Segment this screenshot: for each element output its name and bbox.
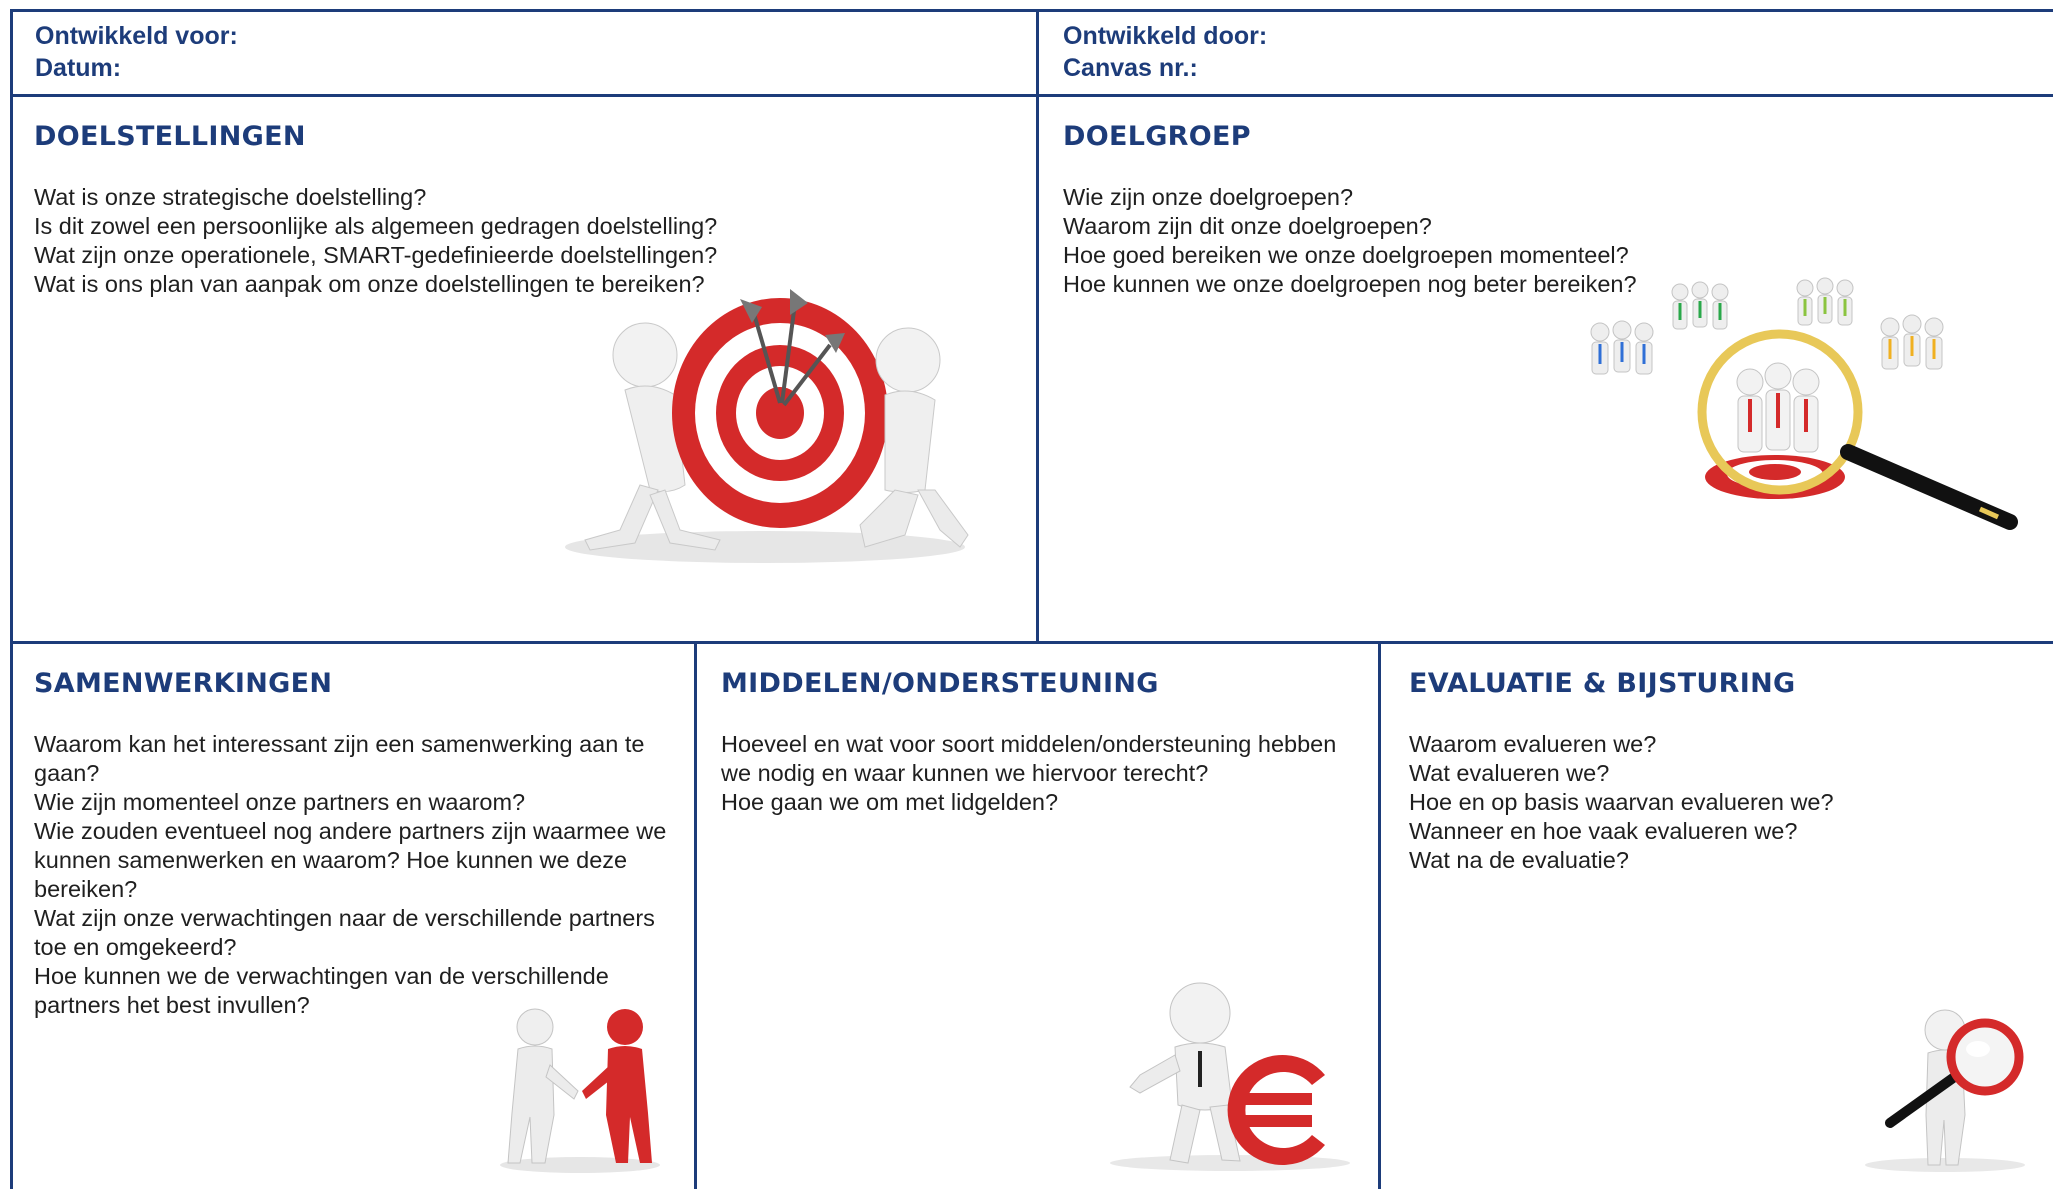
question-line: Wat zijn onze operationele, SMART-gedefi… [34, 242, 718, 268]
question-line: Hoe goed bereiken we onze doelgroepen mo… [1063, 242, 1629, 268]
handshake-icon [500, 1008, 660, 1173]
date-label: Datum: [35, 54, 122, 82]
section-body-doelgroep: Wie zijn onze doelgroepen? Waarom zijn d… [1063, 183, 2043, 299]
magnifier-icon [1865, 1009, 2025, 1172]
question-line: Wie zouden eventueel nog andere partners… [34, 818, 667, 902]
question-line: Hoe kunnen we de verwachtingen van de ve… [34, 963, 609, 1018]
section-title-evaluatie: EVALUATIE & BIJSTURING [1409, 668, 1796, 699]
section-title-samenwerkingen: SAMENWERKINGEN [34, 668, 333, 699]
question-line: Wat na de evaluatie? [1409, 847, 1629, 873]
bottom-vertical-divider-2 [1378, 641, 1381, 1189]
question-line: Waarom zijn dit onze doelgroepen? [1063, 213, 1432, 239]
canvas-nr-label: Canvas nr.: [1063, 54, 1198, 82]
section-body-middelen: Hoeveel en wat voor soort middelen/onder… [721, 730, 1361, 817]
question-line: Wanneer en hoe vaak evalueren we? [1409, 818, 1798, 844]
question-line: Wat is onze strategische doelstelling? [34, 184, 427, 210]
question-line: Hoeveel en wat voor soort middelen/onder… [721, 731, 1337, 786]
top-vertical-divider [1036, 9, 1039, 642]
question-line: Wie zijn onze doelgroepen? [1063, 184, 1354, 210]
question-line: Waarom evalueren we? [1409, 731, 1657, 757]
section-body-doelstellingen: Wat is onze strategische doelstelling? I… [34, 183, 1024, 299]
question-line: Waarom kan het interessant zijn een same… [34, 731, 645, 786]
middle-divider [10, 641, 2053, 644]
target-icon [565, 289, 969, 563]
section-title-doelstellingen: DOELSTELLINGEN [34, 121, 306, 152]
developed-for-label: Ontwikkeld voor: [35, 22, 238, 50]
left-border [10, 9, 13, 1189]
section-title-doelgroep: DOELGROEP [1063, 121, 1251, 152]
section-body-samenwerkingen: Waarom kan het interessant zijn een same… [34, 730, 674, 1020]
developed-by-label: Ontwikkeld door: [1063, 22, 1268, 50]
header-right: Ontwikkeld door: Canvas nr.: [1063, 20, 1267, 84]
section-body-evaluatie: Waarom evalueren we? Wat evalueren we? H… [1409, 730, 2029, 875]
top-border [10, 9, 2053, 12]
question-line: Hoe kunnen we onze doelgroepen nog beter… [1063, 271, 1637, 297]
question-line: Hoe en op basis waarvan evalueren we? [1409, 789, 1834, 815]
question-line: Wie zijn momenteel onze partners en waar… [34, 789, 526, 815]
bottom-vertical-divider-1 [694, 641, 697, 1189]
question-line: Hoe gaan we om met lidgelden? [721, 789, 1059, 815]
question-line: Wat zijn onze verwachtingen naar de vers… [34, 905, 655, 960]
section-title-middelen: MIDDELEN/ONDERSTEUNING [721, 668, 1159, 699]
question-line: Wat is ons plan van aanpak om onze doels… [34, 271, 705, 297]
question-line: Wat evalueren we? [1409, 760, 1610, 786]
magnifier-people-icon [1590, 277, 2018, 530]
question-line: Is dit zowel een persoonlijke als algeme… [34, 213, 718, 239]
euro-icon [1110, 982, 1350, 1171]
header-left: Ontwikkeld voor: Datum: [35, 20, 238, 84]
header-divider [10, 94, 2053, 97]
